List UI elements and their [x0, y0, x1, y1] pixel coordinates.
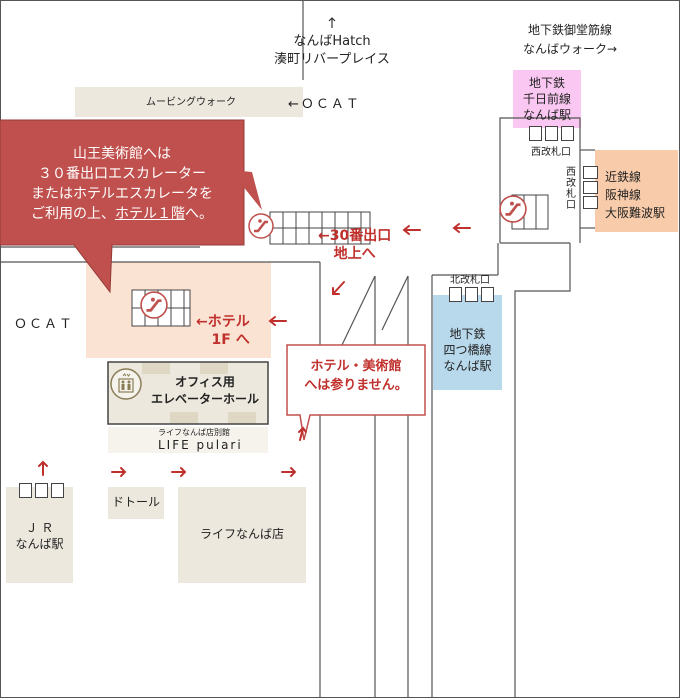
sennichimae-label: 地下鉄千日前線なんば駅 [522, 76, 571, 122]
notice-callout-text: ホテル・美術館へは参りません。 [304, 359, 408, 393]
moving-walk-zone [75, 87, 303, 117]
life-store-label: ライフなんば店 [199, 527, 284, 541]
exit30-label: ←30番出口地上へ [318, 228, 392, 262]
ocat-top-label: ←ＯＣＡＴ [288, 97, 361, 112]
sennichimae-gate [529, 126, 574, 141]
ocat-left-label: ＯＣＡＴ [14, 317, 75, 332]
hotel-1f-link: ホテル１階 [115, 206, 185, 222]
life-pulari-building [108, 427, 268, 453]
west-gate-vertical-label: 西改札口 [566, 167, 576, 211]
jr-gate [19, 483, 64, 498]
notice-callout-shape [286, 344, 426, 441]
yotsubashi-gate [449, 287, 494, 302]
kintetsu-station-zone [595, 150, 678, 232]
kintetsu-gate [583, 166, 598, 209]
moving-walk-label: ムービングウォーク [146, 97, 236, 108]
main-callout-shape [0, 119, 245, 294]
life-store-building [178, 487, 306, 583]
doutor-building [108, 487, 164, 519]
escalator-icon [248, 213, 274, 239]
west-gate-label: 西改札口 [531, 147, 571, 158]
midosuji-label: 地下鉄御堂筋線なんばウォーク→ [522, 23, 618, 56]
yotsubashi-label: 地下鉄四つ橋線なんば駅 [443, 327, 492, 373]
yotsubashi-station-zone [433, 295, 502, 390]
doutor-label: ドトール [111, 495, 160, 509]
north-gate-label: 北改札口 [450, 275, 490, 286]
main-callout-text: 山王美術館へは ３０番出口エスカレーター またはホテルエスカレータを ご利用の上… [31, 146, 213, 222]
elevator-icon [110, 368, 142, 400]
jr-station-building [6, 487, 73, 583]
escalator-icon [140, 291, 168, 319]
life-annex-label: ライフなんば店別館 [158, 428, 230, 437]
escalator-icon [499, 195, 527, 223]
kintetsu-label: 近鉄線阪神線大阪難波駅 [605, 170, 666, 220]
office-elevator-label: オフィス用エレベーターホール [150, 375, 259, 406]
life-pulari-label: LIFE pulari [158, 438, 243, 452]
